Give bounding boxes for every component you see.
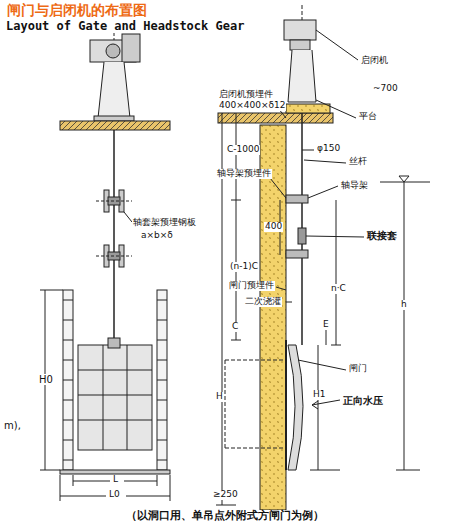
dimension-label: L bbox=[112, 475, 119, 485]
dimension-label: φ150 bbox=[316, 144, 341, 154]
dimension-label: 闸门预埋件 bbox=[228, 281, 275, 291]
dimension-label: ~700 bbox=[372, 84, 399, 94]
dimension-label: 轴导架 bbox=[340, 181, 369, 191]
dimension-label: n·C bbox=[330, 284, 347, 294]
dimension-label: 启闭机 bbox=[360, 56, 389, 66]
dimension-label: 平台 bbox=[358, 112, 378, 122]
dimension-label: 联接套 bbox=[366, 230, 398, 241]
dimension-label: (n-1)C bbox=[229, 262, 259, 272]
dimension-label: E bbox=[322, 320, 330, 330]
dimension-label: 二次浇灌 bbox=[244, 297, 282, 307]
dimension-label: 400 bbox=[264, 222, 283, 232]
dimension-label: H1 bbox=[312, 390, 327, 400]
dimension-label: a×b×δ bbox=[140, 231, 174, 241]
title: 闸门与启闭机的布置图 bbox=[6, 3, 148, 18]
dimension-label: ≥250 bbox=[212, 490, 239, 500]
dimension-label: 丝杆 bbox=[348, 157, 368, 167]
dimension-label: 轴导架预埋件 bbox=[216, 169, 272, 179]
dimension-label: 闸门 bbox=[348, 364, 368, 374]
dimension-label: C bbox=[231, 322, 239, 332]
dimension-label: H bbox=[215, 392, 224, 402]
dimension-label: m), bbox=[3, 420, 22, 431]
dimension-label: H0 bbox=[38, 374, 54, 385]
dimension-label: C-1000 bbox=[226, 145, 260, 155]
dimension-label: 启闭机预埋件 bbox=[218, 90, 274, 100]
dimension-label: 400×400×δ12 bbox=[218, 101, 286, 111]
dimension-label: Layout of Gate and Headstock Gear bbox=[5, 20, 245, 33]
caption: （以洞口用、单吊点外附式方闸门为例） bbox=[125, 510, 325, 522]
dimension-label: 正向水压 bbox=[342, 395, 384, 406]
dimension-label: L0 bbox=[108, 490, 121, 500]
dimension-label: 轴套架预埋钢板 bbox=[132, 218, 197, 228]
dimension-label: h bbox=[400, 300, 408, 310]
